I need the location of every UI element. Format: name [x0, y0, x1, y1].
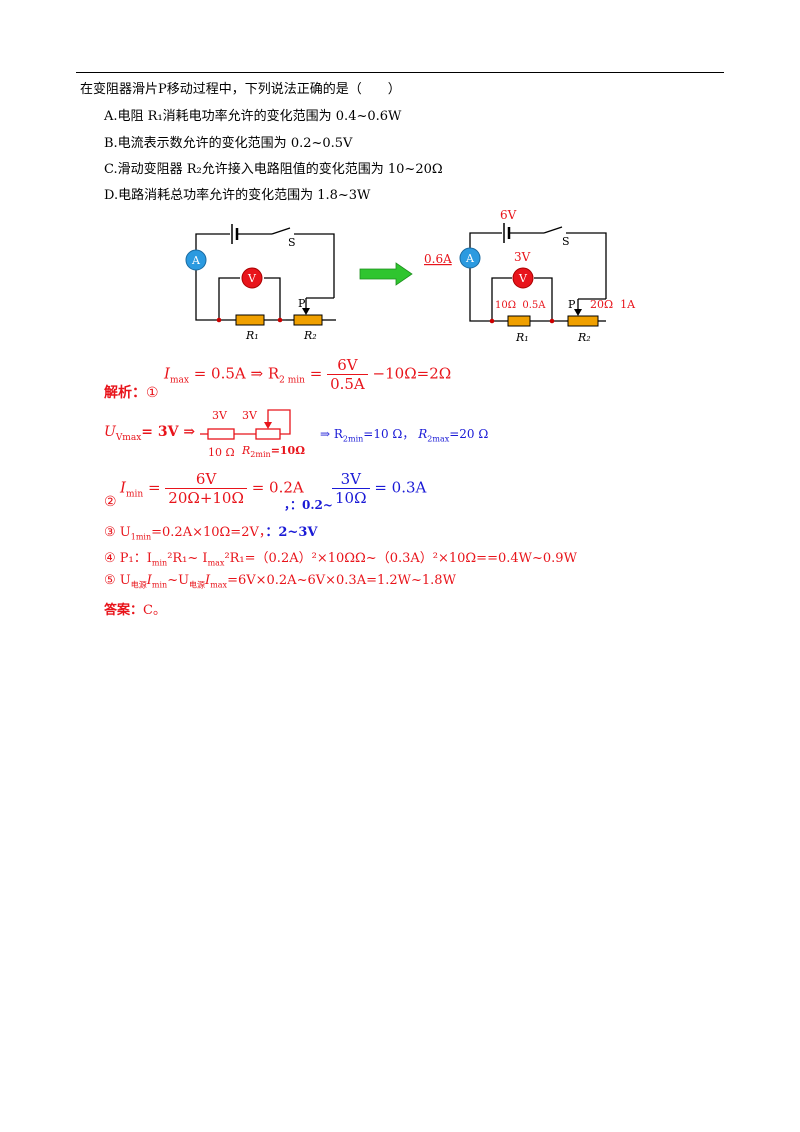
switch-label-right: S — [562, 235, 570, 248]
question-stem: 在变阻器滑片P移动过程中，下列说法正确的是（ ） — [80, 82, 401, 97]
slider-label-right: P — [568, 298, 576, 311]
source-voltage-label: 6V — [500, 208, 517, 222]
top-rule — [76, 72, 724, 73]
step3-line: ③ U1min=0.2A×10Ω=2V，：2~3V — [104, 525, 318, 542]
option-a: A.电阻 R₁消耗电功率允许的变化范围为 0.4~0.6W — [104, 109, 402, 124]
r2-label-right: R₂ — [577, 331, 591, 344]
step2-marker: ② — [104, 494, 117, 510]
step1b-lhs: UVmax= 3V ⇒ — [104, 424, 196, 443]
step1b-result: ⇒ R2min=10 Ω， R2max=20 Ω — [320, 427, 489, 444]
voltmeter-label: V — [247, 272, 257, 285]
circuit-diagram-right: A V S P R₁ R₂ 6V 0.6A 3V 10Ω 0.5A 20Ω 1A — [424, 208, 636, 344]
step1b-label-1: 3V — [212, 409, 228, 422]
step1b-circuit-sketch: 3V 3V 10 Ω — [200, 409, 291, 459]
answer-line: 答案：C。 — [104, 603, 166, 618]
voltmeter-label-right: V — [518, 272, 528, 285]
r2-spec-label: 20Ω 1A — [590, 298, 636, 311]
step4-line: ④ P₁：Imin²R₁~ Imax²R₁=（0.2A）²×10ΩΩ~（0.3A… — [104, 551, 577, 568]
r1-spec-label: 10Ω 0.5A — [495, 300, 546, 311]
analysis-label: 解析：① — [104, 385, 159, 401]
arrow-right-icon — [359, 262, 413, 286]
step2-sep: ，：0.2~ — [284, 498, 333, 512]
circuit-diagram-left: A V S P R₁ R₂ — [185, 224, 336, 342]
slider-label: P — [298, 297, 306, 310]
step5-line: ⑤ U电源Imin~U电源Imax=6V×0.2A~6V×0.3A=1.2W~1… — [104, 573, 456, 590]
ammeter-range-label: 0.6A — [424, 252, 452, 266]
ammeter-label-right: A — [465, 252, 475, 265]
switch-label: S — [288, 236, 296, 249]
r2-label: R₂ — [303, 329, 317, 342]
r1-label-right: R₁ — [515, 331, 529, 344]
voltmeter-range-label: 3V — [514, 250, 531, 264]
r1-label: R₁ — [245, 329, 259, 342]
step1b-r2min: R2min=10Ω — [242, 444, 306, 460]
step1b-label-2: 3V — [242, 409, 258, 422]
option-d: D.电路消耗总功率允许的变化范围为 1.8~3W — [104, 188, 371, 203]
option-c: C.滑动变阻器 R₂允许接入电路阻值的变化范围为 10~20Ω — [104, 162, 443, 177]
step1b-r1: 10 Ω — [208, 446, 235, 459]
ammeter-label: A — [191, 254, 201, 267]
option-b: B.电流表示数允许的变化范围为 0.2~0.5V — [104, 136, 353, 151]
